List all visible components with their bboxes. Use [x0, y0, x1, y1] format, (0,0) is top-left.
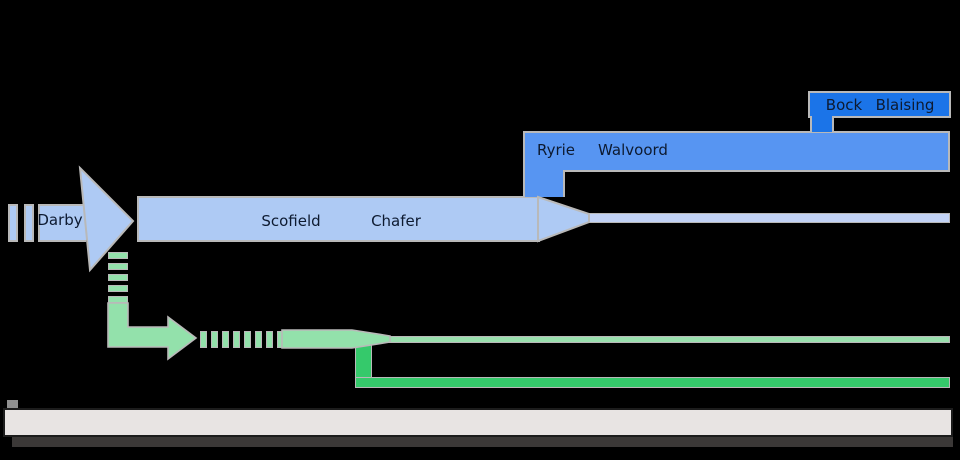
timeline-bar	[3, 408, 953, 437]
timeline-dash-segment	[8, 204, 18, 242]
revised-band-stem	[523, 170, 565, 197]
walvoord-label: Walvoord	[598, 141, 668, 159]
branch-dashed-connector-segment	[108, 285, 128, 292]
darby-band	[38, 204, 86, 242]
timeline-start-tick	[7, 400, 18, 410]
classical-band	[137, 196, 540, 242]
darby-label: Darby	[37, 211, 83, 229]
branch-dashed-connector-segment	[108, 263, 128, 270]
branch-dashed-line-segment	[222, 331, 229, 348]
scofield-label: Scofield	[261, 212, 321, 230]
branch-dashed-line-segment	[255, 331, 262, 348]
ryrie-label: Ryrie	[536, 141, 576, 159]
branch-dashed-line-segment	[244, 331, 251, 348]
subbranch-drop-connector	[355, 342, 372, 380]
subbranch-line	[355, 377, 950, 388]
classical-continuation-line	[586, 213, 950, 223]
branch-dashed-line-segment	[277, 331, 284, 348]
blaising-label: Blaising	[875, 96, 935, 114]
classical-band-taper	[537, 195, 590, 243]
revised-band	[523, 131, 950, 172]
branch-dashed-connector-segment	[108, 296, 128, 303]
branch-dashed-line-segment	[200, 331, 207, 348]
progressive-box	[808, 91, 951, 118]
branch-dashed-line-segment	[266, 331, 273, 348]
chafer-label: Chafer	[371, 212, 421, 230]
branch-dashed-line-segment	[211, 331, 218, 348]
branch-dashed-connector-segment	[108, 274, 128, 281]
bock-label: Bock	[825, 96, 863, 114]
branch-continuation-line	[388, 336, 950, 343]
progressive-box-stem	[810, 116, 834, 132]
timeline-bar-shadow	[12, 437, 953, 447]
branch-dashed-connector-segment	[108, 252, 128, 259]
branch-bar-taper	[281, 329, 391, 349]
branch-elbow-arrow	[107, 302, 198, 361]
timeline-dash-segment	[24, 204, 34, 242]
branch-dashed-line-segment	[233, 331, 240, 348]
